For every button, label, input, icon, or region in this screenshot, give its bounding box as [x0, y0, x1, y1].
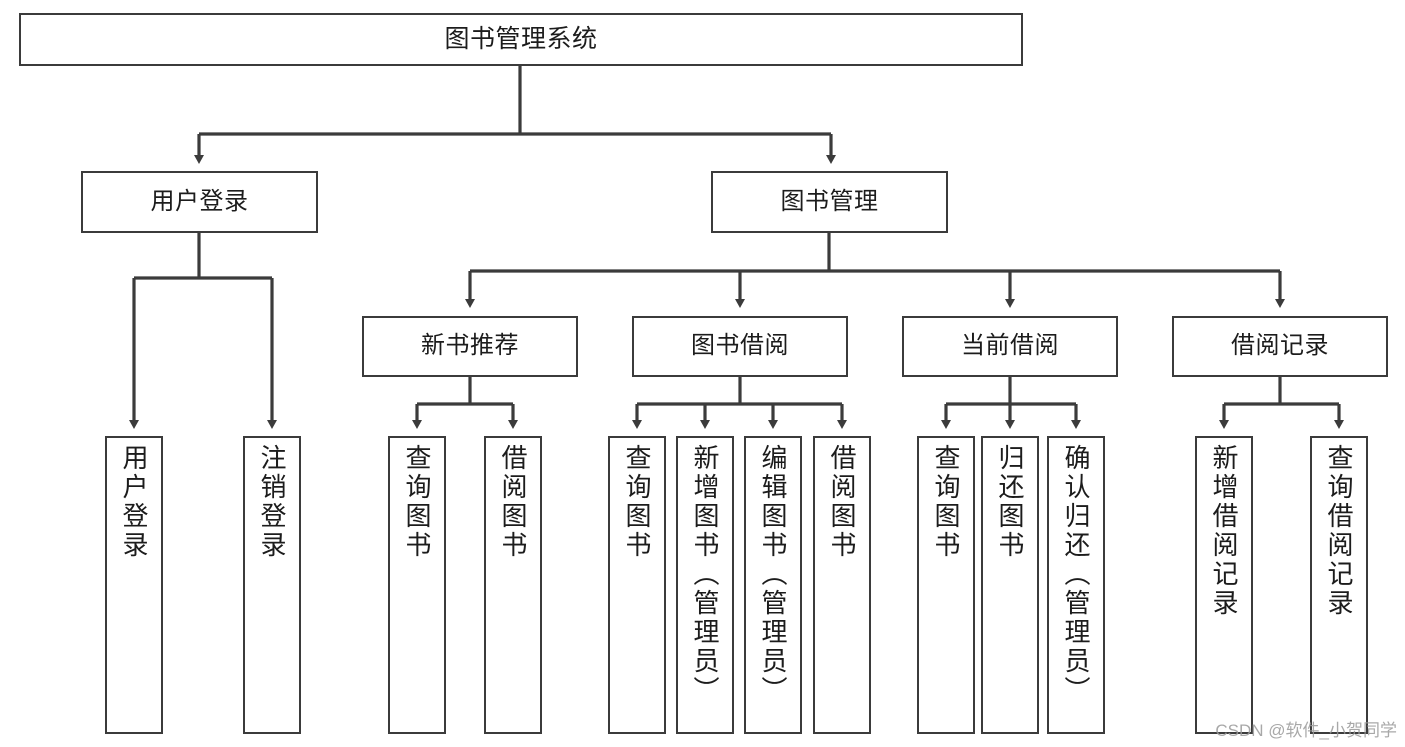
- node-leaf-add-record-label: 新增借阅记录: [1209, 444, 1239, 618]
- node-leaf-confirm-return-label: 确认归还（管理员）: [1061, 444, 1091, 705]
- node-leaf-user-login[interactable]: 用户登录: [105, 436, 163, 734]
- node-leaf-borrow-book-2-label: 借阅图书: [827, 444, 857, 560]
- node-leaf-query-book-2-label: 查询图书: [622, 444, 652, 560]
- node-borrow-record-label: 借阅记录: [1231, 332, 1329, 360]
- node-book-manage-label: 图书管理: [780, 187, 879, 215]
- node-leaf-query-book-2[interactable]: 查询图书: [608, 436, 666, 734]
- node-leaf-edit-book[interactable]: 编辑图书（管理员）: [744, 436, 802, 734]
- node-leaf-add-record[interactable]: 新增借阅记录: [1195, 436, 1253, 734]
- node-root[interactable]: 图书管理系统: [19, 13, 1023, 66]
- node-leaf-borrow-book-1[interactable]: 借阅图书: [484, 436, 542, 734]
- node-leaf-add-book[interactable]: 新增图书（管理员）: [676, 436, 734, 734]
- node-current-borrow-label: 当前借阅: [961, 332, 1059, 360]
- node-leaf-add-book-label: 新增图书（管理员）: [690, 444, 720, 705]
- node-leaf-query-book-3[interactable]: 查询图书: [917, 436, 975, 734]
- node-leaf-query-record[interactable]: 查询借阅记录: [1310, 436, 1368, 734]
- node-leaf-query-book-1[interactable]: 查询图书: [388, 436, 446, 734]
- node-leaf-logout-login[interactable]: 注销登录: [243, 436, 301, 734]
- node-leaf-logout-login-label: 注销登录: [257, 444, 287, 560]
- node-current-borrow[interactable]: 当前借阅: [902, 316, 1118, 377]
- node-user-login[interactable]: 用户登录: [81, 171, 318, 233]
- node-book-borrow-label: 图书借阅: [691, 332, 789, 360]
- node-leaf-borrow-book-2[interactable]: 借阅图书: [813, 436, 871, 734]
- node-user-login-label: 用户登录: [150, 187, 249, 215]
- csdn-watermark: CSDN @软件_小贺同学: [1215, 721, 1397, 740]
- node-leaf-edit-book-label: 编辑图书（管理员）: [758, 444, 788, 705]
- node-leaf-return-book-label: 归还图书: [995, 444, 1025, 560]
- node-leaf-user-login-label: 用户登录: [119, 444, 149, 560]
- node-borrow-record[interactable]: 借阅记录: [1172, 316, 1388, 377]
- node-leaf-borrow-book-1-label: 借阅图书: [498, 444, 528, 560]
- node-leaf-query-record-label: 查询借阅记录: [1324, 444, 1354, 618]
- node-new-book-recommend[interactable]: 新书推荐: [362, 316, 578, 377]
- node-leaf-query-book-1-label: 查询图书: [402, 444, 432, 560]
- node-root-label: 图书管理系统: [444, 24, 598, 53]
- node-leaf-query-book-3-label: 查询图书: [931, 444, 961, 560]
- node-leaf-return-book[interactable]: 归还图书: [981, 436, 1039, 734]
- node-book-borrow[interactable]: 图书借阅: [632, 316, 848, 377]
- node-leaf-confirm-return[interactable]: 确认归还（管理员）: [1047, 436, 1105, 734]
- node-book-manage[interactable]: 图书管理: [711, 171, 948, 233]
- node-new-book-recommend-label: 新书推荐: [421, 332, 519, 360]
